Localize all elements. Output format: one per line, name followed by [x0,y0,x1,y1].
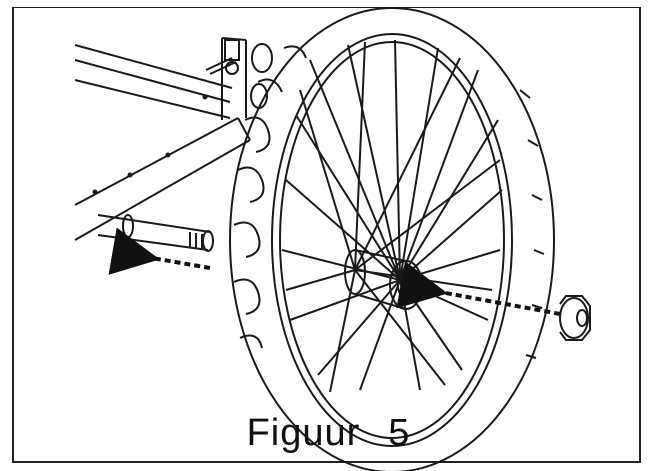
figure-caption: Figuur 5 [0,412,657,455]
dashed-arrow-left-icon [108,227,211,275]
dashed-arrow-nut-icon [396,261,561,316]
spoked-wheel-icon [229,7,555,471]
trailer-frame-icon [74,37,273,252]
caption-number: 5 [388,412,411,454]
hex-nut-icon [559,295,591,341]
caption-word: Figuur [246,412,361,454]
